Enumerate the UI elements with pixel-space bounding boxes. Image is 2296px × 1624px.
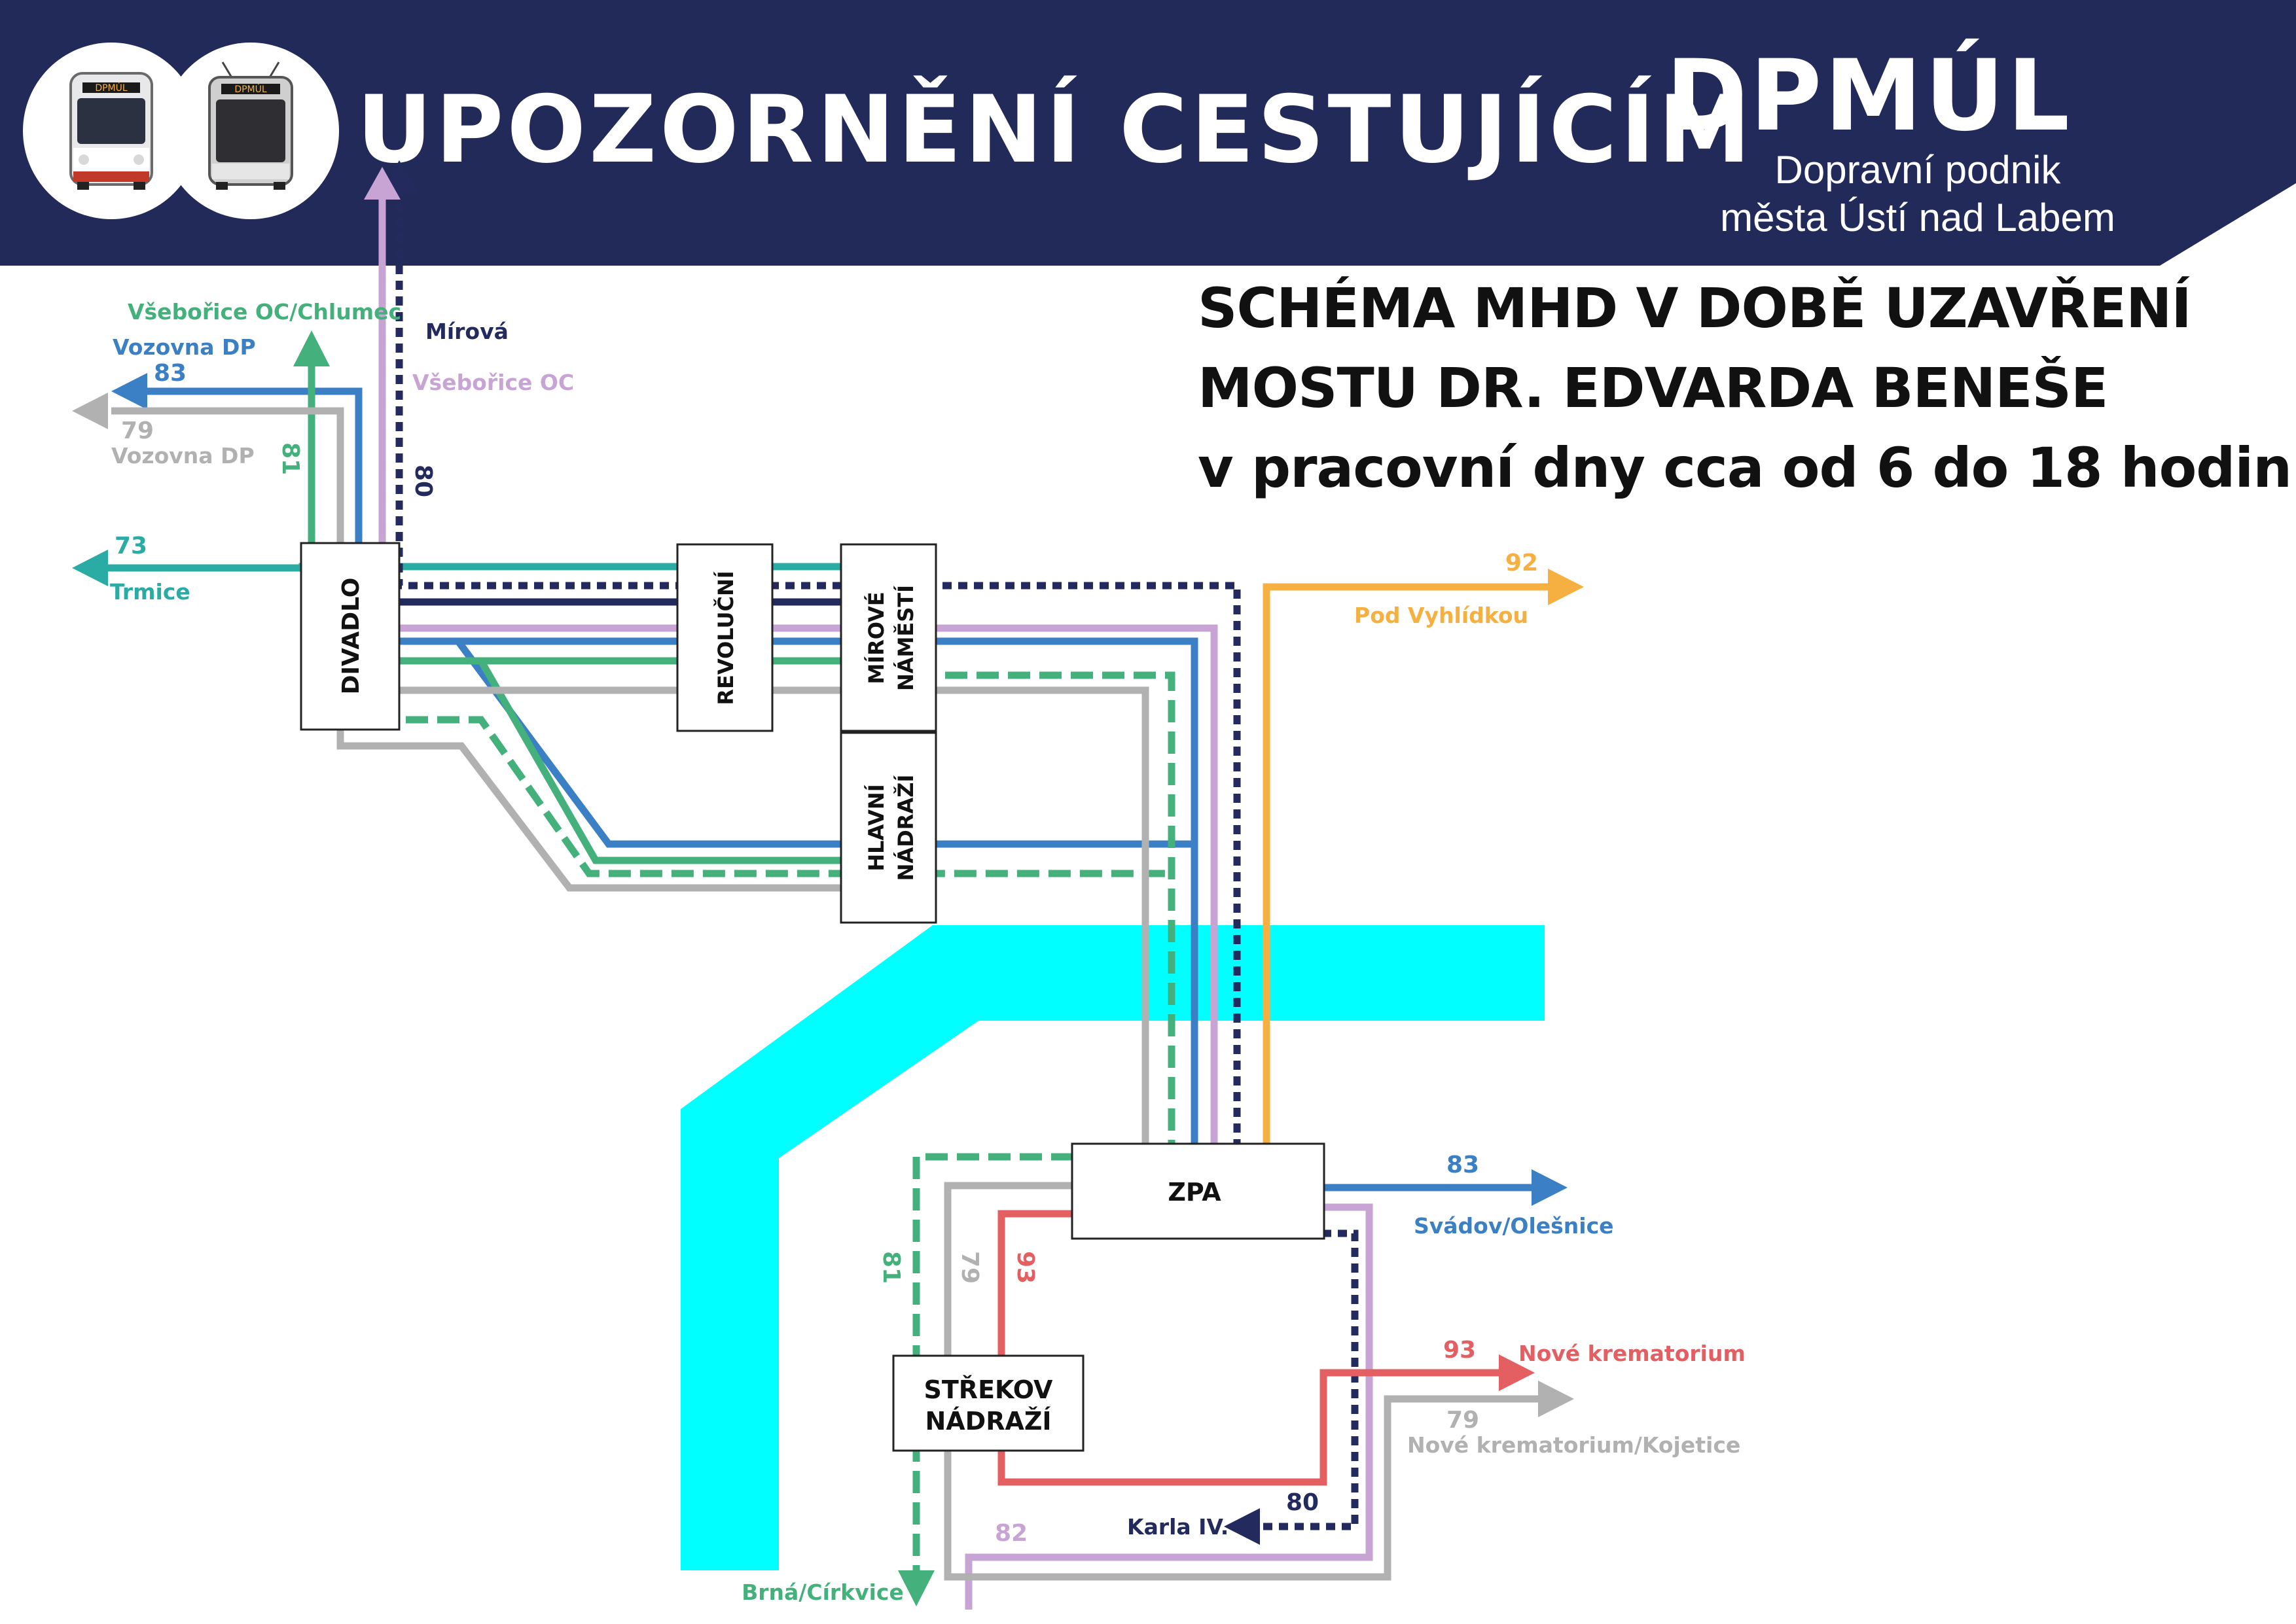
- route-92: [1263, 569, 1584, 1144]
- route-79: [72, 393, 1574, 1581]
- label-73-destination: Trmice: [110, 579, 190, 605]
- svg-text:DPMÚL: DPMÚL: [234, 83, 267, 95]
- stop-strekov-nadrazi: STŘEKOV NÁDRAŽÍ: [892, 1354, 1085, 1452]
- label-92-destination: Pod Vyhlídkou: [1354, 603, 1528, 628]
- stop-mirove-namesti: MÍROVÉ NÁMĚSTÍ: [840, 543, 937, 732]
- label-73-number: 73: [115, 533, 147, 559]
- label-80-south-destination: Karla IV.: [1127, 1514, 1229, 1540]
- label-93-east-number: 93: [1443, 1337, 1476, 1364]
- svg-text:ZPA: ZPA: [1168, 1178, 1221, 1207]
- label-79-east-number: 79: [1446, 1407, 1479, 1434]
- label-81-south-number: 81: [878, 1251, 905, 1284]
- scheme-title-line1: SCHÉMA MHD V DOBĚ UZAVŘENÍ: [1198, 276, 2192, 340]
- header-background: [0, 0, 2296, 266]
- scheme-title: SCHÉMA MHD V DOBĚ UZAVŘENÍ MOSTU DR. EDV…: [1198, 268, 2292, 508]
- svg-text:DIVADLO: DIVADLO: [338, 578, 365, 695]
- svg-text:REVOLUČNÍ: REVOLUČNÍ: [713, 571, 738, 705]
- label-93-south-number: 93: [1012, 1251, 1039, 1284]
- label-80-north-destination: Mírová: [425, 319, 509, 344]
- label-83-east-number: 83: [1446, 1152, 1479, 1178]
- svg-text:NÁDRAŽÍ: NÁDRAŽÍ: [925, 1407, 1051, 1436]
- stop-divadlo: DIVADLO: [300, 542, 401, 731]
- label-81-north-destination: Všebořice OC/Chlumec: [128, 299, 401, 325]
- label-82-south-number: 82: [995, 1520, 1028, 1547]
- trolleybus-photo: DPMÚL: [162, 43, 339, 219]
- label-80-north-number: 80: [410, 465, 437, 497]
- svg-text:STŘEKOV: STŘEKOV: [924, 1375, 1054, 1404]
- electric-bus-photo: DPMÚL: [23, 43, 200, 219]
- label-83-west-number: 83: [154, 360, 187, 387]
- river-elbe: [681, 925, 1545, 1570]
- company-name-line1: Dopravní podnik: [1774, 148, 2061, 192]
- label-92-number: 92: [1505, 550, 1538, 576]
- label-93-destination: Nové krematorium: [1518, 1341, 1746, 1366]
- label-83-east-destination: Svádov/Olešnice: [1414, 1213, 1614, 1239]
- svg-text:HLAVNÍ: HLAVNÍ: [864, 784, 889, 871]
- label-79-west-destination: Vozovna DP: [111, 443, 255, 468]
- label-82-destination: Všebořice OC: [412, 370, 574, 395]
- notice-title: UPOZORNĚNÍ CESTUJÍCÍM: [357, 76, 1754, 184]
- label-79-west-number: 79: [121, 417, 154, 444]
- scheme-title-line2: MOSTU DR. EDVARDA BENEŠE: [1198, 356, 2108, 420]
- label-79-south-number: 79: [956, 1251, 983, 1284]
- scheme-title-line3: v pracovní dny cca od 6 do 18 hodin: [1198, 436, 2292, 500]
- company-name-line2: města Ústí nad Labem: [1720, 196, 2115, 239]
- svg-text:NÁMĚSTÍ: NÁMĚSTÍ: [893, 585, 918, 691]
- route-93: [997, 1210, 1535, 1486]
- label-80-south-number: 80: [1286, 1489, 1319, 1516]
- svg-text:NÁDRAŽÍ: NÁDRAŽÍ: [893, 775, 918, 881]
- stop-zpa: ZPA: [1071, 1142, 1325, 1240]
- label-83-west-destination: Vozovna DP: [113, 334, 256, 360]
- company-logo: DPMÚL: [1666, 39, 2073, 153]
- svg-text:DPMÚL: DPMÚL: [95, 82, 128, 94]
- label-79-east-destination: Nové krematorium/Kojetice: [1407, 1432, 1740, 1458]
- label-81-north-number: 81: [277, 442, 304, 475]
- header-banner: DPMÚL DPMÚL: [0, 0, 2296, 266]
- svg-text:MÍROVÉ: MÍROVÉ: [864, 591, 889, 684]
- label-81-south-destination: Brná/Církvice: [742, 1580, 904, 1605]
- stop-revolucni: REVOLUČNÍ: [676, 543, 774, 732]
- stop-hlavni-nadrazi: HLAVNÍ NÁDRAŽÍ: [840, 732, 937, 924]
